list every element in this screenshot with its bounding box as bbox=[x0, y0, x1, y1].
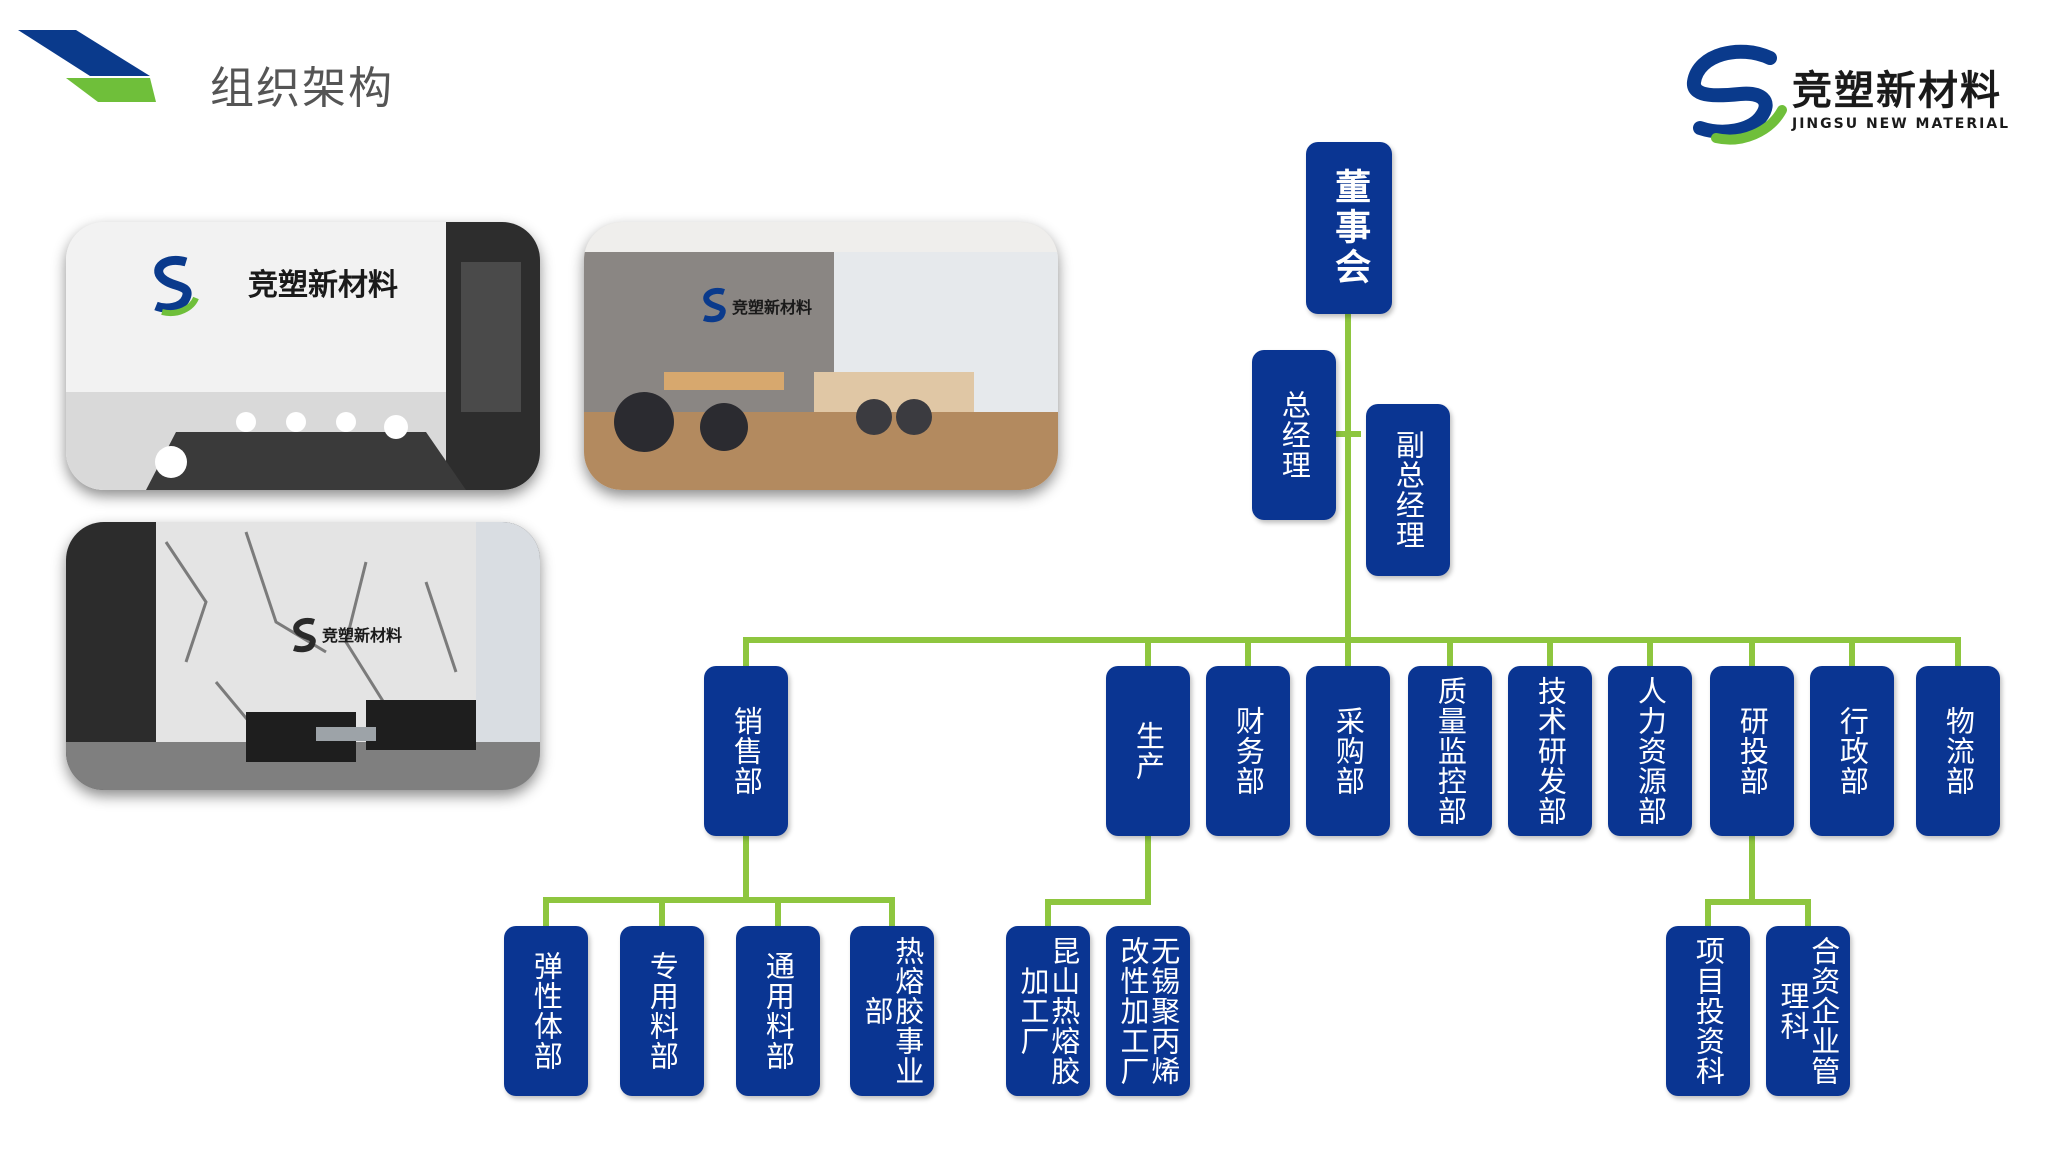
node-dept-rnd: 技术研发部 bbox=[1508, 666, 1592, 836]
office-photo-reception: 竞塑新材料 bbox=[66, 222, 540, 490]
node-sub-project-investment: 项目投资科 bbox=[1666, 926, 1750, 1096]
node-dept-quality-control: 质量监控部 bbox=[1408, 666, 1492, 836]
node-sub-elastomer: 弹性体部 bbox=[504, 926, 588, 1096]
swirl-logo-icon bbox=[1687, 44, 1787, 145]
node-sub-general-materials: 通用料部 bbox=[736, 926, 820, 1096]
node-sub-joint-venture-management: 合资企业管理科 bbox=[1766, 926, 1850, 1096]
node-deputy-general-manager: 副总经理 bbox=[1366, 404, 1450, 576]
node-sub-specialty-materials: 专用料部 bbox=[620, 926, 704, 1096]
node-dept-production: 生产 bbox=[1106, 666, 1190, 836]
photo-logo-text: 竞塑新材料 bbox=[732, 298, 813, 317]
photo-logo-text: 竞塑新材料 bbox=[248, 268, 398, 303]
node-sub-hot-melt-division: 热熔胶事业部 bbox=[850, 926, 934, 1096]
logo-name-cn: 竞塑新材料 bbox=[1792, 68, 2002, 114]
office-photo-lounge: 竞塑新材料 bbox=[66, 522, 540, 790]
company-logo: 竞塑新材料 JINGSU NEW MATERIAL bbox=[1680, 40, 2020, 150]
node-dept-logistics: 物流部 bbox=[1916, 666, 2000, 836]
page-title: 组织架构 bbox=[210, 63, 394, 114]
node-dept-human-resources: 人力资源部 bbox=[1608, 666, 1692, 836]
node-dept-research-investment: 研投部 bbox=[1710, 666, 1794, 836]
node-board-of-directors: 董事会 bbox=[1306, 142, 1392, 314]
node-dept-procurement: 采购部 bbox=[1306, 666, 1390, 836]
photo-logo-text: 竞塑新材料 bbox=[322, 626, 403, 645]
node-dept-sales: 销售部 bbox=[704, 666, 788, 836]
office-photo-meeting-room: 竞塑新材料 bbox=[584, 222, 1058, 490]
header-chevron-icon bbox=[18, 30, 156, 102]
node-dept-administration: 行政部 bbox=[1810, 666, 1894, 836]
node-dept-finance: 财务部 bbox=[1206, 666, 1290, 836]
node-sub-kunshan-plant: 昆山热熔胶加工厂 bbox=[1006, 926, 1090, 1096]
logo-name-en: JINGSU NEW MATERIAL bbox=[1792, 116, 2011, 132]
node-sub-wuxi-plant: 无锡聚丙烯改性加工厂 bbox=[1106, 926, 1190, 1096]
node-general-manager: 总经理 bbox=[1252, 350, 1336, 520]
